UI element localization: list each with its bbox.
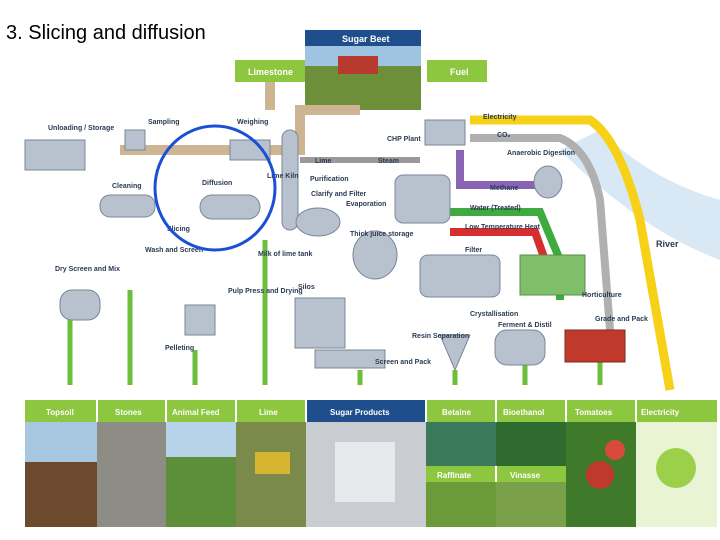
weighing-label: Weighing: [237, 119, 268, 126]
juice-pipe: [120, 105, 360, 155]
methane-flow: [456, 150, 540, 189]
low-temp-label: Low Temperature Heat: [465, 224, 541, 231]
co2-flow: [470, 134, 614, 331]
product-label-topsoil: Topsoil: [46, 408, 74, 417]
slicing-diffusion-highlight: [153, 124, 277, 252]
raffinate-photo: [426, 482, 496, 527]
evaporation-label: Evaporation: [346, 201, 386, 208]
lime-label: Lime: [315, 158, 331, 165]
screen-pack-label: Screen and Pack: [375, 359, 431, 366]
milk-of-lime-label: Milk of lime tank: [258, 251, 313, 258]
bioethanol-photo: [496, 422, 566, 466]
slicing-label: Slicing: [167, 226, 190, 233]
sugar-beet-label: Sugar Beet: [342, 34, 390, 44]
dry-screen-label: Dry Screen and Mix: [55, 266, 120, 273]
steam-label: Steam: [378, 158, 399, 165]
product-label-stones: Stones: [115, 408, 142, 417]
diffusion-label: Diffusion: [202, 180, 232, 187]
water-flow-label: Water (Treated): [470, 205, 521, 212]
raffinate-label: Raffinate: [437, 471, 472, 480]
river-label: River: [656, 239, 679, 249]
horticulture-greenhouse: [519, 254, 586, 296]
wash-mix-label: Wash and Screen: [145, 247, 203, 254]
methane-flow-label: Methane: [490, 185, 519, 192]
product-headers: [25, 400, 717, 422]
thick-juice-label: Thick juice storage: [350, 231, 414, 238]
product-label-tomatoes: Tomatoes: [575, 408, 613, 417]
sugar-beet-header: [305, 30, 421, 46]
product-label-sugar-products: Sugar Products: [330, 408, 390, 417]
fuel-header: [427, 60, 487, 82]
vinasse-photo: [496, 482, 566, 527]
pelleting-label: Pelleting: [165, 345, 194, 352]
grade-pack-label: Grade and Pack: [595, 316, 648, 323]
vinasse-label: Vinasse: [510, 471, 541, 480]
electricity-flow-label: Electricity: [483, 114, 517, 121]
limestone-label: Limestone: [248, 67, 293, 77]
resin-label: Resin Separation: [412, 333, 469, 340]
clarify-label: Clarify and Filter: [311, 191, 367, 198]
product-label-electricity: Electricity: [641, 408, 680, 417]
product-label-betaine: Betaine: [442, 408, 471, 417]
silos-label: Silos: [298, 284, 315, 291]
equipment: [24, 119, 563, 372]
product-label-bioethanol: Bioethanol: [503, 408, 544, 417]
filter-label: Filter: [465, 247, 482, 254]
purification-label: Purification: [310, 176, 349, 183]
heat-flow: [450, 228, 549, 262]
product-label-lime: Lime: [259, 408, 278, 417]
cleaning-label: Cleaning: [112, 183, 142, 190]
chp-label: CHP Plant: [387, 136, 421, 143]
sampling-label: Sampling: [148, 119, 180, 126]
horticulture-label: Horticulture: [582, 292, 622, 299]
lime-kiln-label: Lime Kiln: [267, 173, 299, 180]
product-photos: [25, 422, 717, 527]
electricity-flow: [470, 115, 675, 391]
pulp-press-label: Pulp Press and Drying: [228, 288, 303, 295]
crystallisation-label: Crystallisation: [470, 311, 518, 318]
fuel-label: Fuel: [450, 67, 469, 77]
unloading-label: Unloading / Storage: [48, 125, 114, 132]
grade-pack-crates: [564, 329, 626, 363]
co2-flow-label: CO₂: [497, 132, 511, 139]
anaerobic-label: Anaerobic Digestion: [507, 150, 575, 157]
limestone-header: [235, 60, 305, 82]
product-label-animal-feed: Animal Feed: [172, 408, 220, 417]
betaine-photo: [426, 422, 496, 466]
stones-photo: [97, 422, 166, 527]
slide-title: 3. Slicing and diffusion: [6, 22, 206, 44]
ferment-label: Ferment & Distil: [498, 322, 552, 329]
product-arrows: [67, 240, 603, 385]
lime-photo: [236, 422, 306, 527]
river: [560, 130, 720, 260]
